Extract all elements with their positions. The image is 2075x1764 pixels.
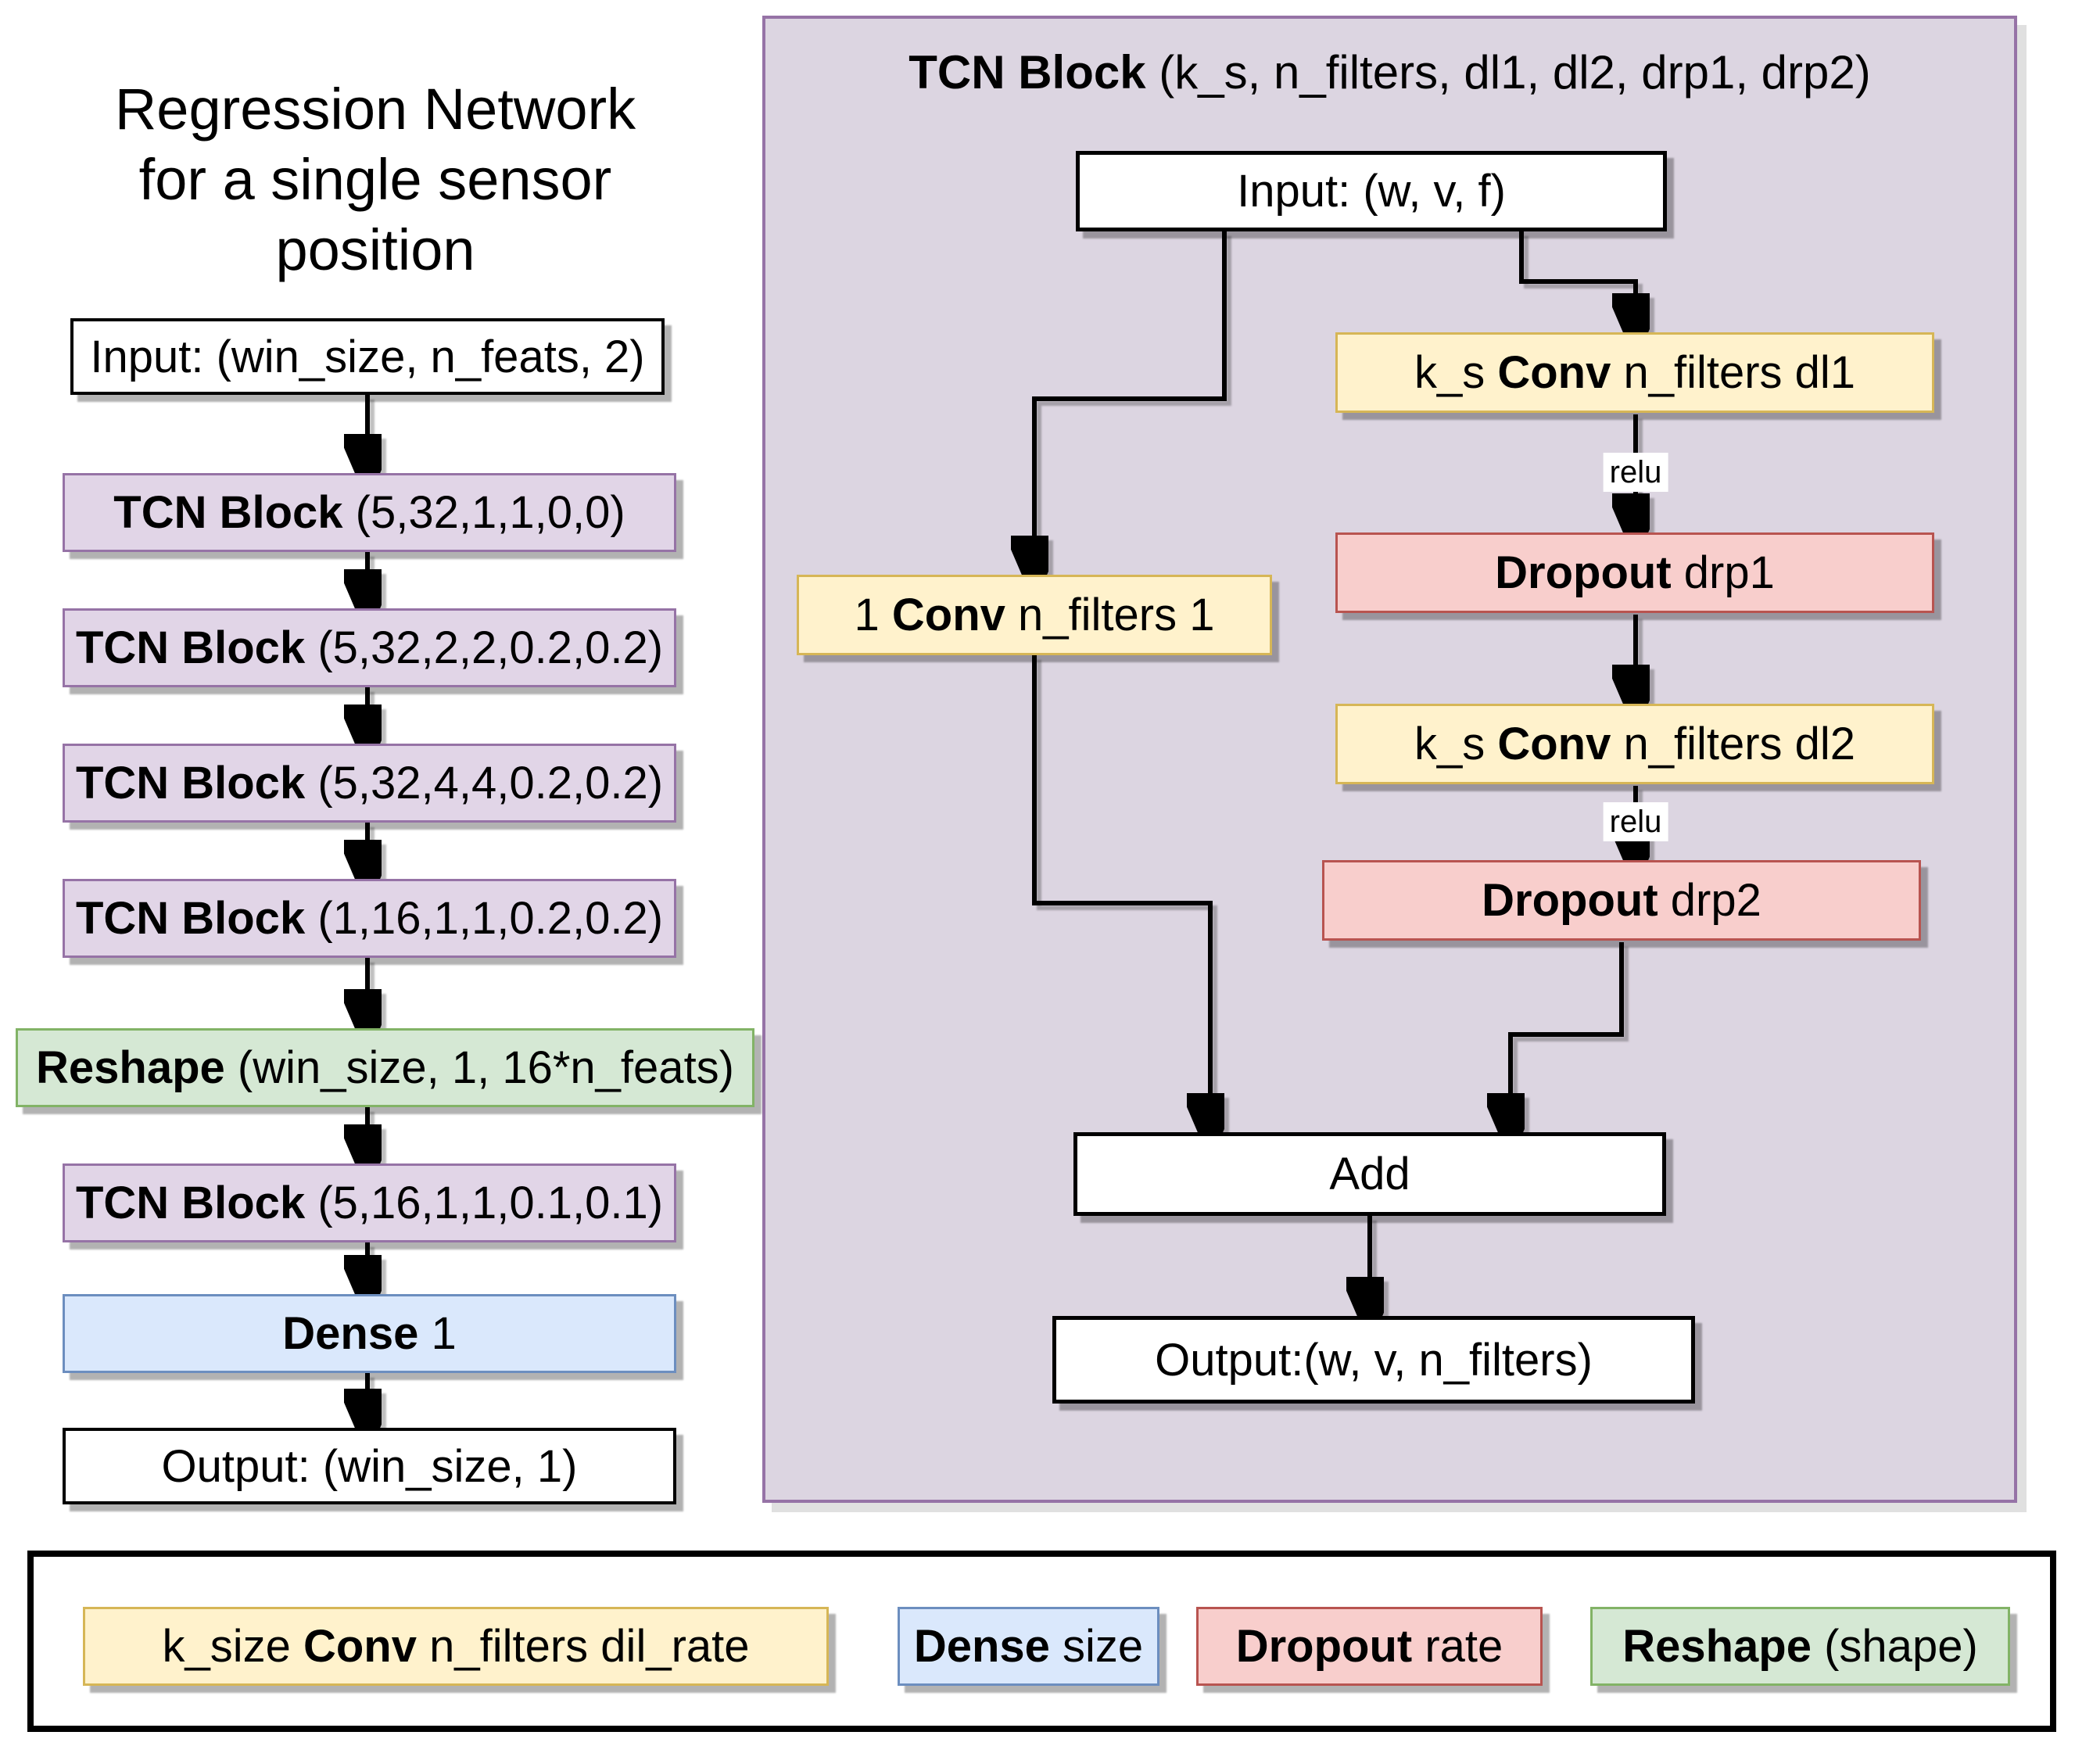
tcn-node-conv1-bold: Conv <box>1497 347 1611 398</box>
title-line-3: position <box>275 217 475 282</box>
tcn-panel-title: TCN Block (k_s, n_filters, dl1, dl2, drp… <box>762 45 2017 99</box>
arrow-dropout2-to-add <box>1511 942 1624 1121</box>
legend-dense-bold: Dense <box>913 1621 1050 1672</box>
node-output-label: Output: (win_size, 1) <box>161 1440 578 1492</box>
tcn-node-dropout1-rest: drp1 <box>1671 547 1775 598</box>
tcn-node-skip-conv-pre: 1 <box>854 590 892 640</box>
tcn-node-dropout1: Dropout drp1 <box>1335 532 1934 613</box>
tcn-node-conv1: k_s Conv n_filters dl1 <box>1335 332 1934 413</box>
tcn-node-dropout1-bold: Dropout <box>1495 547 1672 598</box>
legend-box: k_size Conv n_filters dil_rate Dense siz… <box>27 1551 2056 1732</box>
legend-dropout-bold: Dropout <box>1235 1621 1413 1672</box>
legend-conv-rest: n_filters dil_rate <box>416 1621 750 1672</box>
tcn-node-conv2-pre: k_s <box>1414 719 1498 769</box>
node-input-label: Input: (win_size, n_feats, 2) <box>90 331 645 382</box>
tcn-node-output-label: Output:(w, v, n_filters) <box>1155 1334 1593 1386</box>
tcn-panel-title-rest: (k_s, n_filters, dl1, dl2, drp1, drp2) <box>1145 46 1871 99</box>
node-tcn-block-3-params: (5,32,4,4,0.2,0.2) <box>305 758 664 808</box>
legend-dropout: Dropout rate <box>1196 1607 1543 1686</box>
node-tcn-block-4: TCN Block (1,16,1,1,0.2,0.2) <box>63 879 676 958</box>
legend-conv: k_size Conv n_filters dil_rate <box>83 1607 829 1686</box>
node-reshape-params: (win_size, 1, 16*n_feats) <box>224 1042 734 1093</box>
relu-label-1: relu <box>1603 453 1668 492</box>
arrow-tcninput-to-conv1 <box>1519 231 1636 321</box>
node-tcn-block-2-bold: TCN Block <box>75 622 306 673</box>
tcn-node-skip-conv: 1 Conv n_filters 1 <box>797 575 1272 655</box>
tcn-panel-title-bold: TCN Block <box>908 46 1146 99</box>
legend-dense-rest: size <box>1049 1621 1144 1672</box>
node-output: Output: (win_size, 1) <box>63 1428 676 1504</box>
node-tcn-block-5: TCN Block (5,16,1,1,0.1,0.1) <box>63 1163 676 1242</box>
tcn-node-input-label: Input: (w, v, f) <box>1237 166 1506 217</box>
node-reshape-bold: Reshape <box>35 1042 225 1093</box>
node-dense-size: 1 <box>418 1308 457 1359</box>
node-tcn-block-4-bold: TCN Block <box>75 893 306 944</box>
tcn-node-output: Output:(w, v, n_filters) <box>1052 1316 1695 1404</box>
tcn-node-conv2-rest: n_filters dl2 <box>1611 719 1856 769</box>
node-input: Input: (win_size, n_feats, 2) <box>70 318 665 395</box>
node-tcn-block-5-params: (5,16,1,1,0.1,0.1) <box>305 1178 664 1228</box>
legend-dense: Dense size <box>898 1607 1159 1686</box>
tcn-node-conv1-pre: k_s <box>1414 347 1498 398</box>
legend-reshape-bold: Reshape <box>1622 1621 1812 1672</box>
node-tcn-block-3-bold: TCN Block <box>75 758 306 808</box>
node-dense-bold: Dense <box>282 1308 419 1359</box>
tcn-node-conv1-rest: n_filters dl1 <box>1611 347 1856 398</box>
node-tcn-block-2-params: (5,32,2,2,0.2,0.2) <box>305 622 664 673</box>
tcn-node-skip-conv-rest: n_filters 1 <box>1005 590 1215 640</box>
tcn-node-add: Add <box>1073 1132 1666 1216</box>
node-tcn-block-1-params: (5,32,1,1,0,0) <box>342 487 625 538</box>
tcn-node-dropout2: Dropout drp2 <box>1322 860 1921 941</box>
tcn-node-input: Input: (w, v, f) <box>1076 151 1667 231</box>
node-tcn-block-1: TCN Block (5,32,1,1,0,0) <box>63 473 676 552</box>
tcn-node-skip-conv-bold: Conv <box>891 590 1005 640</box>
node-dense: Dense 1 <box>63 1294 676 1373</box>
legend-dropout-rest: rate <box>1412 1621 1503 1672</box>
node-tcn-block-3: TCN Block (5,32,4,4,0.2,0.2) <box>63 744 676 823</box>
arrow-tcninput-to-skipconv <box>1034 231 1227 564</box>
tcn-node-conv2-bold: Conv <box>1497 719 1611 769</box>
node-tcn-block-4-params: (1,16,1,1,0.2,0.2) <box>305 893 664 944</box>
tcn-node-add-label: Add <box>1329 1149 1410 1199</box>
legend-reshape-rest: (shape) <box>1812 1621 1978 1672</box>
node-reshape: Reshape (win_size, 1, 16*n_feats) <box>16 1028 754 1107</box>
left-diagram-title: Regression Network for a single sensor p… <box>0 74 751 285</box>
tcn-node-dropout2-rest: drp2 <box>1657 875 1761 926</box>
arrow-skipconv-to-add <box>1032 655 1210 1121</box>
legend-conv-pre: k_size <box>162 1621 303 1672</box>
node-tcn-block-2: TCN Block (5,32,2,2,0.2,0.2) <box>63 608 676 687</box>
node-tcn-block-5-bold: TCN Block <box>75 1178 306 1228</box>
tcn-node-dropout2-bold: Dropout <box>1482 875 1658 926</box>
relu-label-2: relu <box>1603 802 1668 841</box>
title-line-1: Regression Network <box>114 77 636 142</box>
legend-reshape: Reshape (shape) <box>1590 1607 2010 1686</box>
title-line-2: for a single sensor <box>138 147 612 212</box>
tcn-node-conv2: k_s Conv n_filters dl2 <box>1335 704 1934 784</box>
legend-conv-bold: Conv <box>303 1621 417 1672</box>
node-tcn-block-1-bold: TCN Block <box>113 487 343 538</box>
